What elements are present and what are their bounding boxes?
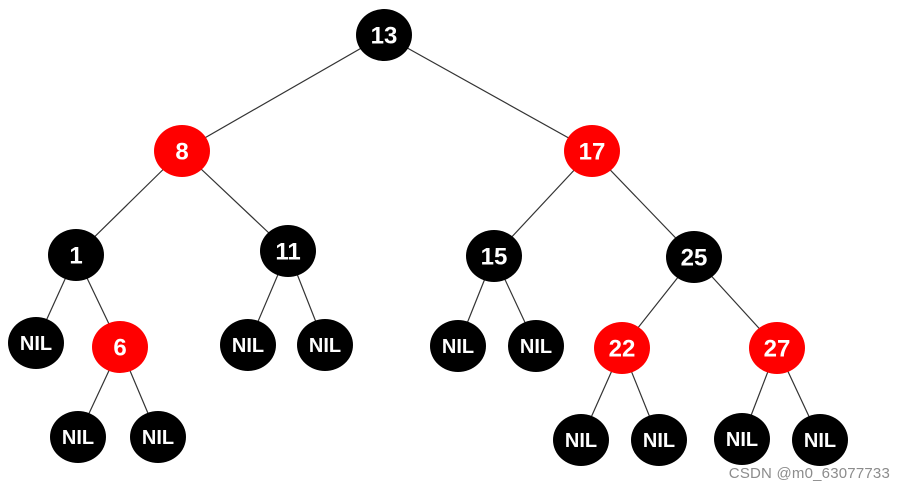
node-label: 25: [681, 245, 708, 272]
node-label: NIL: [62, 427, 94, 449]
node-label: NIL: [726, 429, 758, 451]
node-label: NIL: [442, 336, 474, 358]
black-node-circle: [508, 320, 564, 372]
black-node-circle: [297, 319, 353, 371]
node-label: NIL: [643, 430, 675, 452]
tree-node-n15: 15: [466, 230, 522, 282]
tree-node-n22: 22: [594, 322, 650, 374]
tree-node-n13: 13: [356, 9, 412, 61]
tree-node-nil3: NIL: [130, 411, 186, 463]
tree-node-nil5: NIL: [297, 319, 353, 371]
tree-node-nil10: NIL: [714, 413, 770, 465]
tree-node-n1: 1: [48, 229, 104, 281]
tree-node-n17: 17: [564, 125, 620, 177]
node-label: NIL: [232, 335, 264, 357]
black-node-circle: [8, 317, 64, 369]
node-label: 17: [579, 139, 606, 166]
tree-node-nil6: NIL: [430, 320, 486, 372]
tree-node-nil1: NIL: [8, 317, 64, 369]
tree-node-nil7: NIL: [508, 320, 564, 372]
red-node-circle: [564, 125, 620, 177]
node-label: 8: [175, 139, 188, 166]
edge-n13-n8: [181, 34, 385, 152]
black-node-circle: [792, 414, 848, 466]
black-node-circle: [356, 9, 412, 61]
black-node-circle: [50, 411, 106, 463]
black-node-circle: [430, 320, 486, 372]
tree-node-nil2: NIL: [50, 411, 106, 463]
tree-node-n25: 25: [666, 231, 722, 283]
tree-node-nil4: NIL: [220, 319, 276, 371]
node-label: 15: [481, 244, 508, 271]
red-node-circle: [92, 321, 148, 373]
black-node-circle: [220, 319, 276, 371]
black-node-circle: [631, 414, 687, 466]
node-label: 27: [764, 336, 791, 363]
black-node-circle: [48, 229, 104, 281]
tree-node-n8: 8: [154, 125, 210, 177]
black-node-circle: [466, 230, 522, 282]
node-label: NIL: [309, 335, 341, 357]
tree-node-n11: 11: [260, 225, 316, 277]
tree-node-nil9: NIL: [631, 414, 687, 466]
node-label: NIL: [565, 430, 597, 452]
node-label: 6: [113, 335, 126, 362]
black-node-circle: [260, 225, 316, 277]
node-label: NIL: [520, 336, 552, 358]
node-label: NIL: [142, 427, 174, 449]
node-label: 22: [609, 336, 636, 363]
tree-node-n27: 27: [749, 322, 805, 374]
red-node-circle: [749, 322, 805, 374]
red-node-circle: [594, 322, 650, 374]
black-node-circle: [553, 414, 609, 466]
edge-n13-n17: [383, 34, 593, 152]
node-label: 1: [69, 243, 82, 270]
black-node-circle: [714, 413, 770, 465]
tree-node-n6: 6: [92, 321, 148, 373]
black-node-circle: [130, 411, 186, 463]
node-label: NIL: [804, 430, 836, 452]
node-label: 13: [371, 23, 398, 50]
node-label: 11: [275, 239, 300, 266]
node-label: NIL: [20, 333, 52, 355]
watermark-text: CSDN @m0_63077733: [728, 465, 890, 482]
tree-node-nil11: NIL: [792, 414, 848, 466]
red-node-circle: [154, 125, 210, 177]
tree-node-nil8: NIL: [553, 414, 609, 466]
black-node-circle: [666, 231, 722, 283]
